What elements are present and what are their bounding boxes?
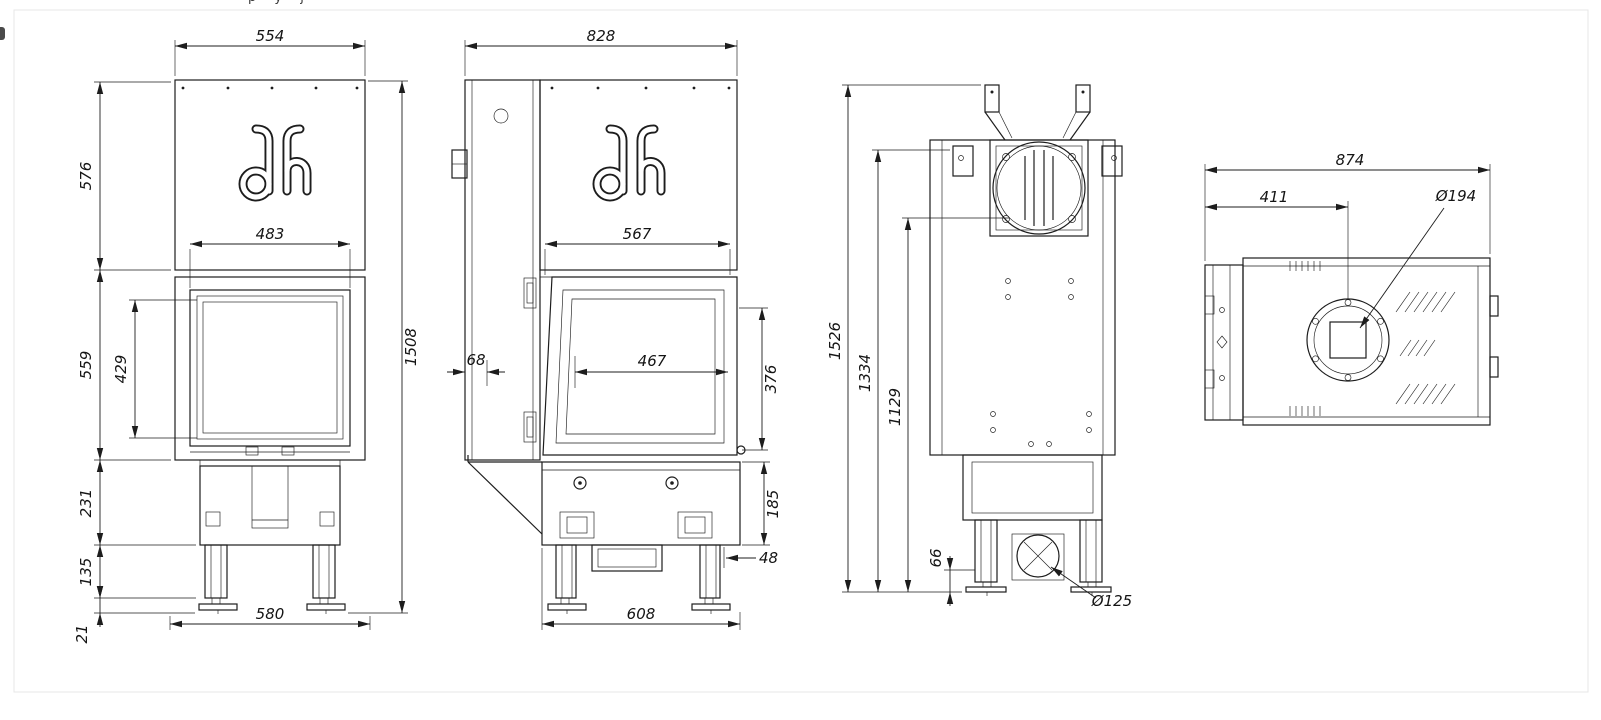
front-view: 554 576 559 231 135 21	[73, 27, 420, 644]
side-front-frame	[464, 79, 541, 461]
rear-fan-outlet	[989, 139, 1089, 237]
rear-holes	[990, 278, 1092, 447]
dim-side-foot-offset: 48	[759, 549, 778, 567]
side-feet	[547, 597, 731, 614]
dim-front-glass-width: 483	[256, 225, 285, 243]
rear-body	[929, 139, 1116, 456]
rear-legs	[974, 519, 1103, 583]
rear-collar-left	[984, 84, 1000, 113]
top-flue-collar	[1306, 298, 1390, 382]
front-plinth	[199, 465, 341, 546]
side-hood-bolts	[550, 86, 731, 90]
dim-front-overall-height: 1508	[402, 328, 420, 366]
dim-front-hood-height: 576	[77, 162, 95, 191]
dim-front-base-width: 580	[256, 605, 285, 623]
dim-side-plinth-height: 185	[764, 490, 782, 519]
dim-side-glass-height: 376	[762, 365, 780, 394]
side-view: 828 567 68 467 376	[447, 27, 782, 630]
dim-side-overall-depth: 828	[587, 27, 616, 45]
dim-rear-overall-height: 1526	[826, 322, 844, 360]
front-latch-right	[281, 446, 295, 456]
side-glass	[565, 298, 716, 435]
front-latch-left	[245, 446, 259, 456]
dim-side-hood-depth: 567	[623, 225, 652, 243]
front-door-frame	[189, 289, 351, 447]
dh-logo	[597, 129, 661, 197]
front-glass	[196, 295, 344, 440]
top-dimensions: 874 411 Ø194	[1204, 151, 1491, 329]
top-tab-lower	[1489, 356, 1499, 378]
top-outline	[1204, 257, 1499, 426]
clipped-header-fragment: p y j	[248, 0, 311, 5]
top-tab-upper	[1489, 295, 1499, 317]
top-view: 874 411 Ø194	[1204, 151, 1499, 426]
dim-top-overall-depth: 874	[1336, 151, 1365, 169]
dh-logo	[243, 129, 307, 197]
front-outline	[174, 79, 366, 614]
dim-rear-air-inlet-diameter: Ø125	[1091, 592, 1132, 610]
rear-view: 1526 1334 1129 66 Ø125	[826, 84, 1132, 610]
dim-rear-foot-height: 66	[927, 548, 945, 567]
dim-rear-fan-axis-height: 1129	[886, 388, 904, 426]
dim-rear-body-height: 1334	[856, 354, 874, 392]
front-hood-bolts	[181, 86, 359, 90]
rear-feet	[965, 581, 1112, 596]
dim-front-leg-height: 135	[77, 558, 95, 587]
front-dimensions: 554 576 559 231 135 21	[73, 27, 420, 644]
dim-top-flue-axis-offset: 411	[1260, 188, 1289, 206]
front-legs	[204, 544, 336, 599]
dim-side-base-depth: 608	[627, 605, 656, 623]
front-ash-channel	[251, 465, 289, 529]
side-plinth	[541, 461, 741, 546]
clipped-header-text: p y j	[248, 0, 311, 5]
rear-collar-right	[1075, 84, 1091, 113]
dim-front-plinth-height: 231	[77, 489, 95, 518]
rear-air-inlet	[1011, 533, 1065, 581]
side-outline	[451, 79, 746, 614]
front-feet	[198, 597, 346, 614]
side-dimensions: 828 567 68 467 376	[447, 27, 782, 630]
front-hood	[174, 79, 366, 271]
rear-plinth	[962, 454, 1103, 521]
rear-dimensions: 1526 1334 1129 66 Ø125	[826, 84, 1132, 610]
rear-outline	[929, 84, 1123, 596]
side-hood	[539, 79, 738, 271]
dim-top-flue-diameter: Ø194	[1435, 187, 1476, 205]
dim-front-glass-height: 429	[112, 355, 130, 384]
top-vent-slots	[1289, 261, 1456, 416]
side-top-hole	[493, 108, 509, 124]
dim-front-overall-width: 554	[256, 27, 285, 45]
front-firebox	[174, 276, 366, 461]
side-door	[542, 276, 738, 456]
dim-front-foot-height: 21	[73, 624, 91, 643]
left-edge-artifact	[0, 27, 5, 40]
page-border	[13, 9, 1589, 693]
top-front-frame	[1204, 264, 1244, 421]
dim-front-firebox-height: 559	[77, 351, 95, 380]
dim-side-glass-depth: 467	[638, 352, 667, 370]
dim-side-front-offset: 68	[466, 351, 485, 369]
side-ash-drawer	[591, 544, 663, 572]
